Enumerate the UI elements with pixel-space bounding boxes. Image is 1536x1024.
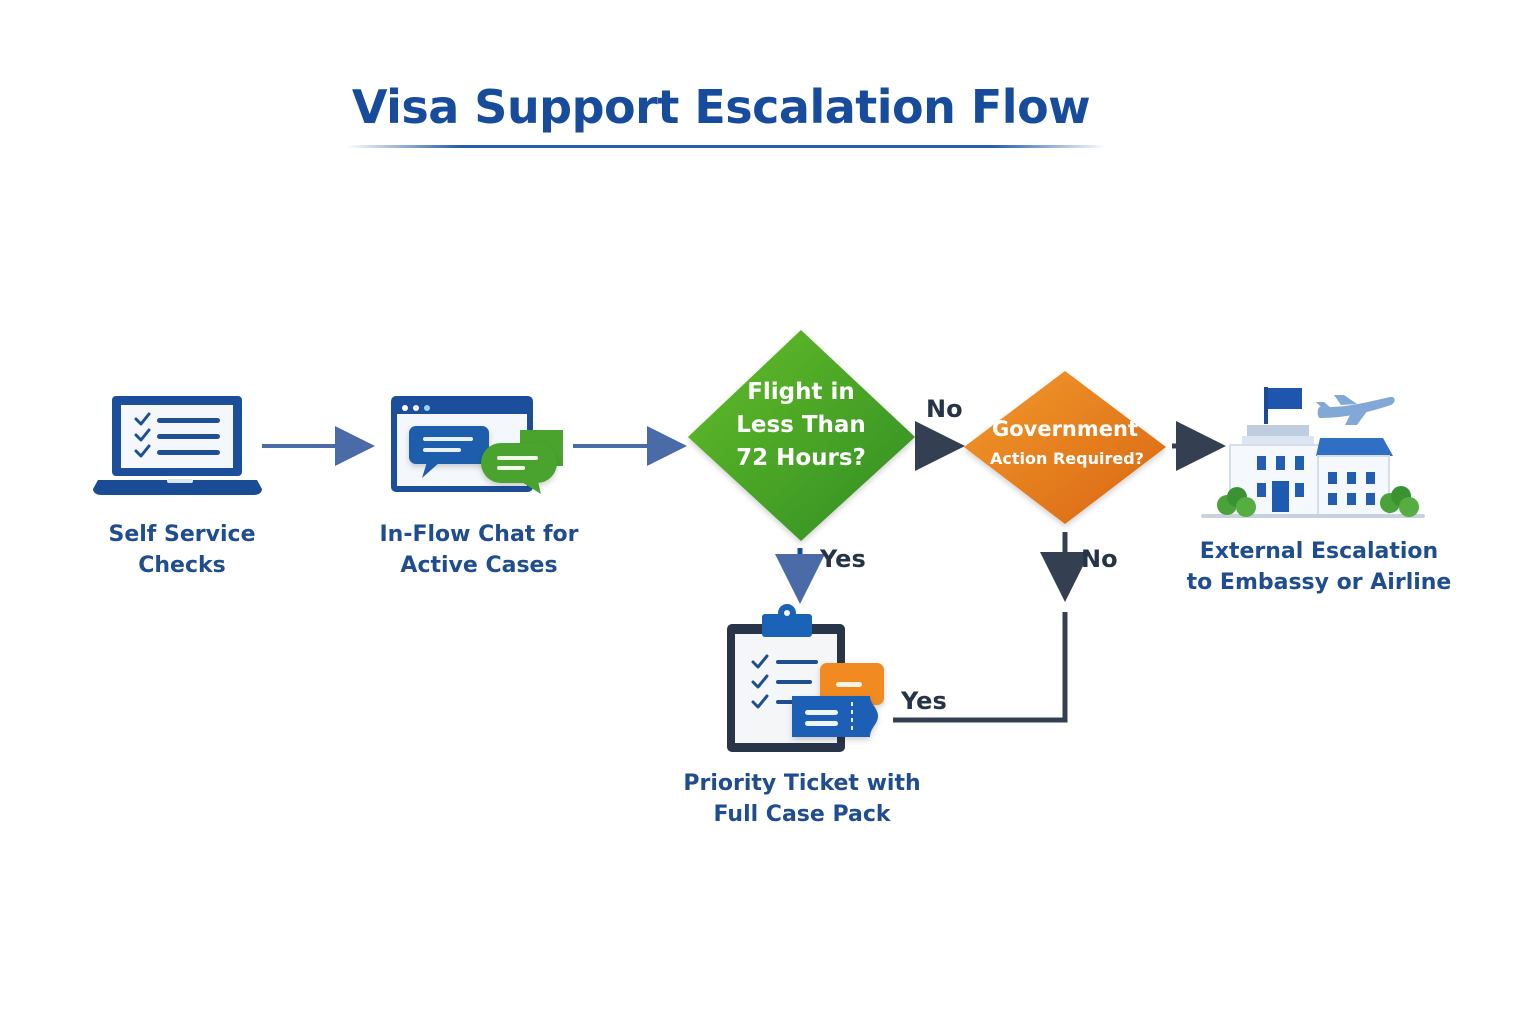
- flight-no-label: No: [926, 395, 963, 423]
- flight-decision-diamond: [688, 330, 915, 541]
- government-decision-diamond: [964, 371, 1166, 524]
- laptop-checklist-icon: [93, 396, 262, 495]
- title-underline: [346, 145, 1106, 148]
- chat-window-icon: [391, 396, 563, 494]
- embassy-airline-icon: [1201, 387, 1425, 518]
- government-decision-subtitle: Action Required?: [990, 449, 1144, 468]
- flight-yes-label: Yes: [820, 545, 866, 573]
- government-decision-title: Government: [991, 417, 1138, 441]
- flight-decision-text: Flight in Less Than 72 Hours?: [736, 379, 866, 471]
- connector-government-yes-to-priority: [893, 612, 1068, 723]
- external-escalation-label: External Escalation to Embassy or Airlin…: [1186, 539, 1452, 595]
- self-service-label: Self Service Checks: [108, 522, 256, 578]
- clipboard-tickets-icon: [727, 604, 884, 752]
- diagram-title: Visa Support Escalation Flow: [351, 80, 1091, 134]
- chat-label: In-Flow Chat for Active Cases: [379, 522, 579, 578]
- government-yes-label: Yes: [901, 687, 947, 715]
- government-no-label: No: [1081, 545, 1118, 573]
- priority-ticket-label: Priority Ticket with Full Case Pack: [683, 771, 921, 827]
